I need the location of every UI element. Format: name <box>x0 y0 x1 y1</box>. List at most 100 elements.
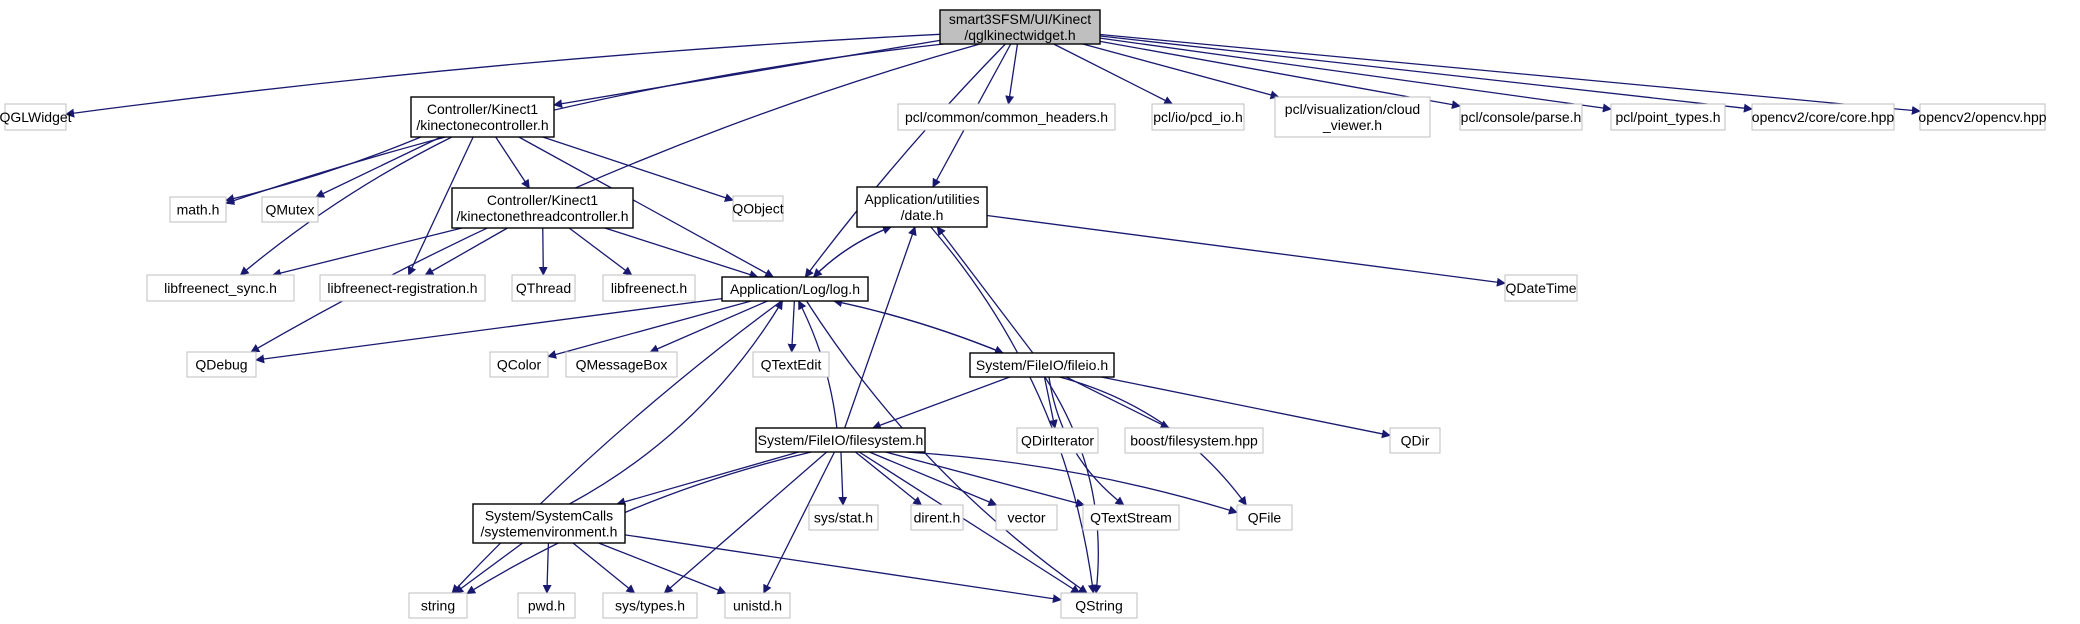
edge-fsh-to-stringh <box>466 451 812 595</box>
node-libfree: libfreenect.h <box>602 274 696 302</box>
node-box-libfree <box>602 274 696 302</box>
node-pclconsole: pcl/console/parse.h <box>1459 103 1583 131</box>
node-box-pclpoint <box>1610 103 1726 131</box>
node-label-pwdh-0: pwd.h <box>528 598 565 614</box>
node-label-pclio-0: pcl/io/pcd_io.h <box>1153 109 1243 125</box>
node-box-logh <box>721 276 869 302</box>
node-label-qdatetime-0: QDateTime <box>1505 280 1576 296</box>
node-qdatetime: QDateTime <box>1504 274 1578 302</box>
node-label-libsync-0: libfreenect_sync.h <box>164 280 277 296</box>
node-label-pclvis-1: _viewer.h <box>1322 117 1382 133</box>
node-pclpoint: pcl/point_types.h <box>1610 103 1726 131</box>
node-label-qstring-0: QString <box>1075 598 1122 614</box>
edge-kctrl-to-kthread <box>495 136 530 189</box>
dependency-nodes: smart3SFSM/UI/Kinect/qglkinectwidget.hQG… <box>0 9 2047 619</box>
node-box-qfile <box>1236 504 1293 531</box>
edge-logh-to-qmsgbox <box>649 300 768 353</box>
node-box-qtextedit <box>752 351 830 378</box>
node-box-libreg <box>319 274 486 302</box>
edge-fsh-to-unistdh <box>763 451 836 594</box>
edge-kctrl-to-qmutex <box>315 136 442 198</box>
node-dateh[interactable]: Application/utilities/date.h <box>856 186 988 228</box>
node-qglwidget: QGLWidget <box>0 103 72 131</box>
edge-kctrl-to-libsync <box>239 136 453 276</box>
node-label-libfree-0: libfreenect.h <box>611 280 687 296</box>
node-label-qdiriter-0: QDirIterator <box>1021 433 1094 449</box>
edge-dateh-to-qstring <box>930 226 1097 594</box>
node-box-vectorh <box>995 504 1058 531</box>
node-box-cvhpp <box>1919 103 2046 131</box>
node-label-kctrl-0: Controller/Kinect1 <box>427 101 538 117</box>
node-systypes: sys/types.h <box>602 592 698 619</box>
node-label-cvcore-0: opencv2/core/core.hpp <box>1752 109 1895 125</box>
node-label-mathh-0: math.h <box>177 202 220 218</box>
edge-fileioh-to-fsh <box>871 376 1010 430</box>
node-box-qdir <box>1389 427 1441 454</box>
node-label-dateh-0: Application/utilities <box>864 191 979 207</box>
edge-fileioh-to-logh <box>833 298 1004 354</box>
node-box-mathh <box>169 196 227 223</box>
node-label-systypes-0: sys/types.h <box>615 598 685 614</box>
node-box-cvcore <box>1751 103 1895 131</box>
edge-fileioh-to-qfile <box>1059 376 1247 506</box>
node-qmsgbox: QMessageBox <box>565 351 678 378</box>
node-qmutex: QMutex <box>261 196 319 223</box>
node-box-qmsgbox <box>565 351 678 378</box>
node-label-qthread-0: QThread <box>516 280 571 296</box>
edge-fsh-to-systypes <box>663 451 828 594</box>
edge-fsh-to-vectorh <box>869 451 998 507</box>
node-box-kctrl <box>410 96 555 138</box>
node-label-sysstat-0: sys/stat.h <box>814 510 873 526</box>
edge-kctrl-to-libreg <box>407 136 474 276</box>
node-label-boostfs-0: boost/filesystem.hpp <box>1130 433 1258 449</box>
edge-sysenv-to-systypes <box>572 542 636 594</box>
edge-kthread-to-libreg <box>424 227 508 276</box>
node-direnth: dirent.h <box>910 504 964 531</box>
node-vectorh: vector <box>995 504 1058 531</box>
node-label-pclvis-0: pcl/visualization/cloud <box>1285 101 1420 117</box>
node-kthread[interactable]: Controller/Kinect1/kinectonethreadcontro… <box>451 187 634 229</box>
node-label-sysenv-1: /systemenvironment.h <box>481 524 618 540</box>
node-libreg: libfreenect-registration.h <box>319 274 486 302</box>
edge-kthread-to-qthread <box>538 227 548 276</box>
node-box-qtextstream <box>1082 504 1180 531</box>
node-sysenv[interactable]: System/SystemCalls/systemenvironment.h <box>472 503 626 544</box>
node-box-qdatetime <box>1504 274 1578 302</box>
node-box-pclconsole <box>1459 103 1583 131</box>
edge-fsh-to-sysstat <box>838 451 848 506</box>
node-box-kthread <box>451 187 634 229</box>
node-box-sysenv <box>472 503 626 544</box>
edge-kthread-to-libsync <box>271 227 463 278</box>
node-label-direnth-0: dirent.h <box>914 510 961 526</box>
node-box-qthread <box>511 274 576 302</box>
node-fsh[interactable]: System/FileIO/filesystem.h <box>755 427 926 453</box>
node-logh[interactable]: Application/Log/log.h <box>721 276 869 302</box>
node-qcolor: QColor <box>489 351 549 378</box>
node-label-sysenv-0: System/SystemCalls <box>485 508 613 524</box>
node-label-dateh-1: /date.h <box>901 207 944 223</box>
node-qdir: QDir <box>1389 427 1441 454</box>
edge-fsh-to-qtextstream <box>885 451 1086 508</box>
node-label-qdir-0: QDir <box>1401 433 1430 449</box>
node-box-direnth <box>910 504 964 531</box>
node-label-qmsgbox-0: QMessageBox <box>576 357 668 373</box>
edge-root-to-cvcore <box>1099 35 1753 113</box>
node-fileioh[interactable]: System/FileIO/fileio.h <box>969 352 1115 378</box>
node-root[interactable]: smart3SFSM/UI/Kinect/qglkinectwidget.h <box>939 9 1101 45</box>
node-stringh: string <box>408 592 468 619</box>
node-box-qdiriter <box>1016 427 1099 454</box>
edge-root-to-pclio <box>1053 43 1174 105</box>
node-qstring: QString <box>1060 592 1138 619</box>
edge-root-to-pclvis <box>1082 43 1280 100</box>
node-label-qobject-0: QObject <box>732 201 783 217</box>
node-libsync: libfreenect_sync.h <box>146 274 295 302</box>
node-label-root-1: /qglkinectwidget.h <box>964 27 1075 43</box>
edge-kthread-to-libfree <box>568 227 633 276</box>
edge-sysenv-to-stringh <box>454 542 523 594</box>
edge-dateh-to-logh <box>812 226 892 278</box>
node-label-pclcommon-0: pcl/common/common_headers.h <box>905 109 1108 125</box>
edge-logh-to-qdebug <box>255 297 723 364</box>
edge-root-to-pclcommon <box>1005 43 1019 105</box>
node-kctrl[interactable]: Controller/Kinect1/kinectonecontroller.h <box>410 96 555 138</box>
